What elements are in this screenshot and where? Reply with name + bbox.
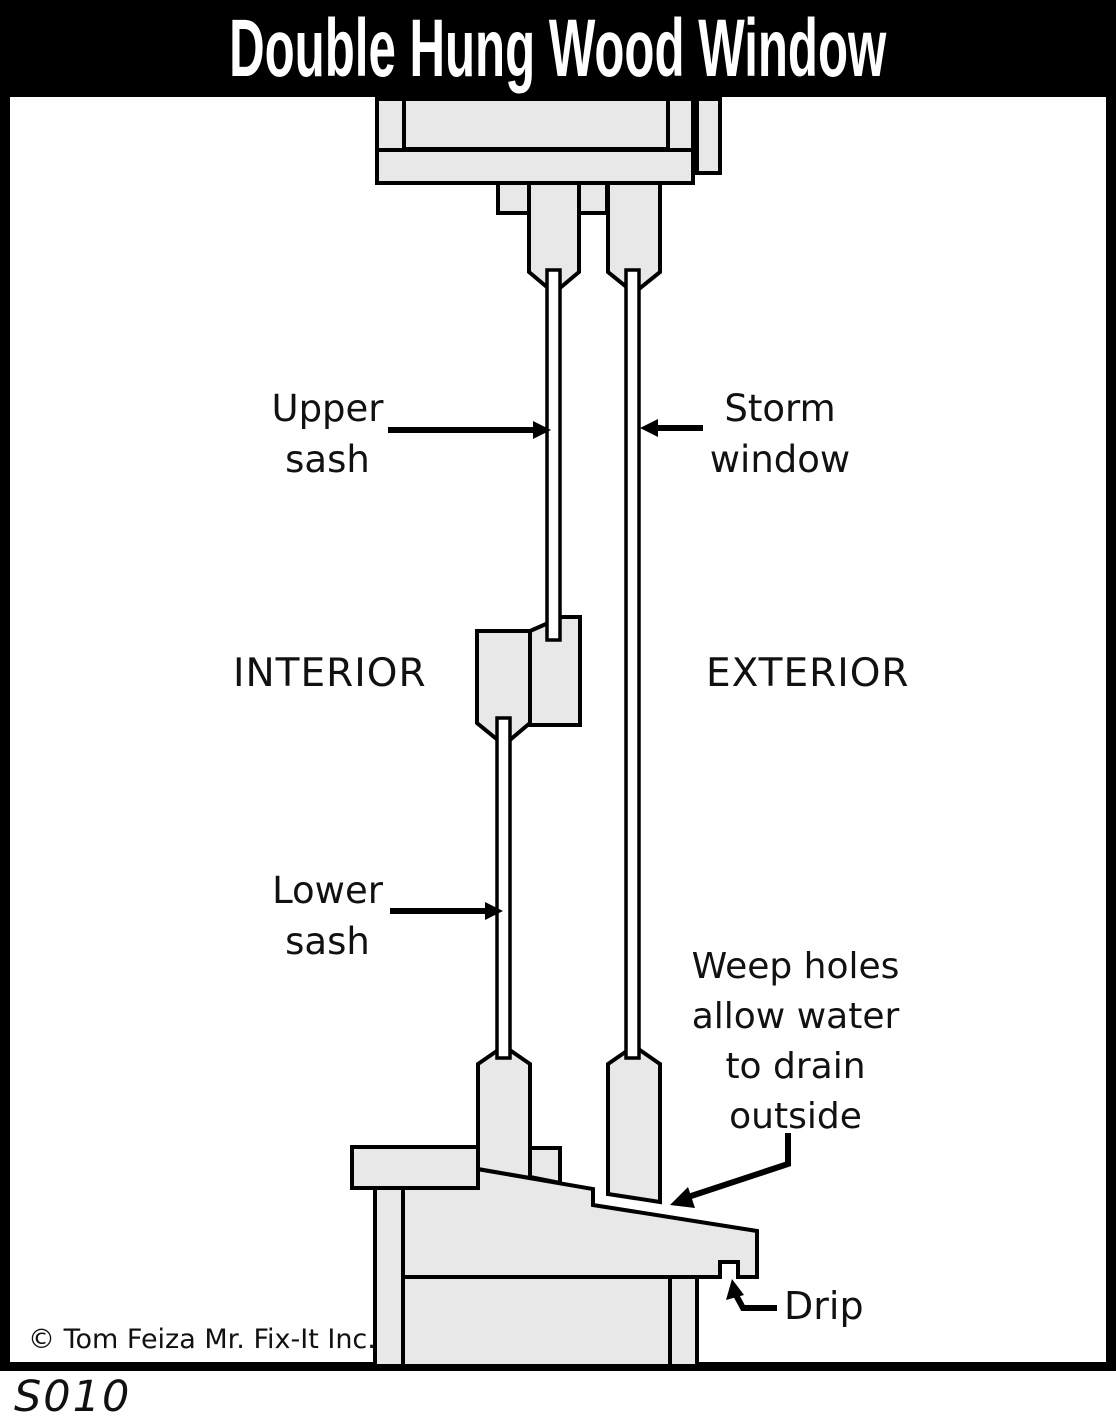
storm-window-label: Storm window — [709, 387, 851, 481]
frame-border-right — [1106, 0, 1116, 1371]
drip-arrow-icon — [726, 1279, 777, 1311]
parting-stop-block — [577, 181, 609, 215]
head-casing-left-block — [375, 97, 406, 152]
weep-holes-arrow-icon — [670, 1133, 791, 1208]
frame-border-left — [0, 0, 10, 1371]
lower-sash-bottom-rail — [476, 1043, 532, 1181]
lower-sash-label: Lower sash — [272, 869, 383, 963]
head-jamb-lower-board — [375, 148, 695, 185]
title-bar: Double Hung Wood Window — [0, 0, 1116, 97]
upper-sash-arrow-icon — [388, 421, 551, 439]
wall-below-sill — [401, 1275, 672, 1368]
lower-sash-arrow-icon — [390, 902, 503, 920]
diagram-code: S010 — [14, 1372, 132, 1418]
weep-holes-label: Weep holes allow water to drain outside — [691, 946, 900, 1137]
head-casing-right-block — [666, 97, 695, 152]
upper-sash-label: Upper sash — [271, 387, 384, 481]
storm-window-arrow-icon — [640, 419, 703, 437]
exterior-stop-block — [528, 1146, 562, 1186]
interior-apron — [373, 1186, 405, 1368]
storm-window-bottom-rail — [606, 1043, 662, 1205]
storm-window-glass — [624, 268, 641, 1060]
interior-stool — [350, 1145, 480, 1190]
upper-sash-glass — [545, 268, 562, 642]
page-title: Double Hung Wood Window — [229, 2, 887, 94]
lower-sash-glass — [495, 716, 512, 1060]
storm-window-top-rail — [606, 181, 662, 296]
interior-stop-block — [496, 181, 531, 215]
drip-label: Drip — [784, 1284, 864, 1328]
interior-label: INTERIOR — [233, 651, 427, 696]
sheathing-strip-below-sill — [668, 1275, 699, 1368]
exterior-label: EXTERIOR — [706, 651, 910, 696]
head-jamb-board — [402, 97, 670, 151]
lower-sash-top-rail — [475, 629, 532, 748]
copyright-text: © Tom Feiza Mr. Fix-It Inc. — [28, 1324, 376, 1355]
head-exterior-trim-block — [695, 97, 722, 175]
upper-sash-top-rail — [527, 181, 581, 296]
